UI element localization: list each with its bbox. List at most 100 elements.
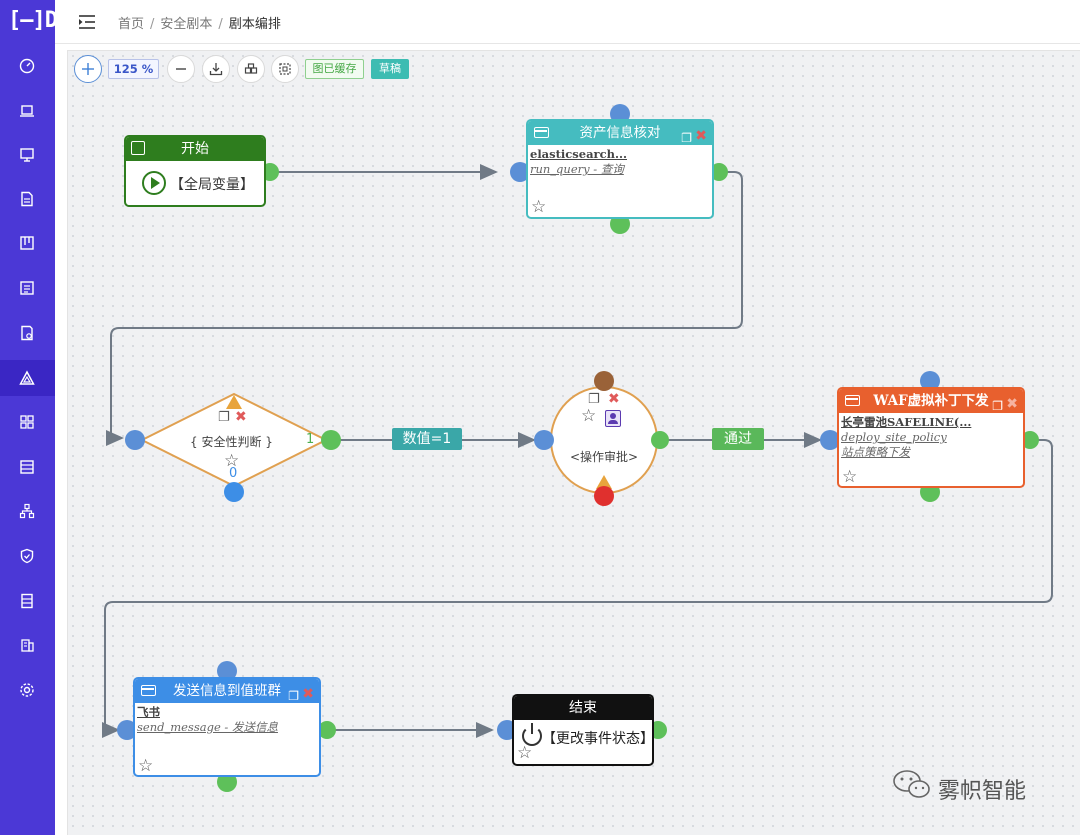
end-node-header: 结束 (514, 696, 652, 720)
org-chart-icon[interactable] (16, 500, 38, 522)
edge-waf-to-notify (102, 439, 1053, 738)
waf-patch-node[interactable]: WAF虚拟补丁下发 ❐ ✖ 长亭雷池SAFELINE(... deploy_si… (837, 387, 1025, 488)
start-node-header: 开始 (126, 137, 264, 161)
wechat-icon (893, 770, 930, 798)
building-icon[interactable] (16, 634, 38, 656)
decision-true-label: 1 (306, 432, 315, 447)
waf-node-action: deploy_site_policy (841, 430, 947, 444)
approval-node-label[interactable]: <操作审批> (570, 450, 639, 464)
saved-status-tag: 图已缓存 (305, 59, 364, 79)
storage-icon[interactable] (16, 590, 38, 612)
breadcrumb: 首页/安全剧本/剧本编排 (118, 13, 287, 32)
condition-edge-label[interactable]: 数值=1 (392, 428, 462, 450)
report-icon[interactable] (16, 322, 38, 344)
copy-icon[interactable]: ❐ (218, 410, 230, 425)
star-icon[interactable]: ☆ (531, 197, 547, 217)
notify-input-port (117, 720, 137, 740)
star-icon[interactable]: ☆ (138, 756, 154, 776)
waf-node-body: 长亭雷池SAFELINE(... deploy_site_policy 站点策略… (839, 413, 1023, 462)
approval-output-port (651, 431, 669, 449)
star-icon[interactable]: ☆ (224, 451, 240, 471)
close-icon[interactable]: ✖ (302, 686, 314, 702)
waf-top-port (920, 371, 940, 391)
top-bar: 首页/安全剧本/剧本编排 (55, 0, 1080, 44)
notify-node-app: 飞书 (137, 705, 160, 719)
grid-icon[interactable] (16, 411, 38, 433)
draft-status-tag: 草稿 (371, 59, 409, 79)
notify-node-action: send_message - 发送信息 (137, 720, 278, 734)
asset-node-body: elasticsearch... run_query - 查询 (528, 145, 712, 179)
app-logo[interactable]: [—]D (8, 8, 58, 33)
waf-node-app: 长亭雷池SAFELINE(... (841, 415, 972, 429)
star-icon[interactable]: ☆ (517, 743, 533, 763)
document-icon[interactable] (16, 188, 38, 210)
close-icon[interactable]: ✖ (608, 391, 620, 407)
laptop-icon[interactable] (16, 100, 38, 122)
notify-node-header: 发送信息到值班群 ❐ ✖ (135, 679, 319, 703)
window-icon (141, 685, 156, 696)
zoom-level[interactable]: 125 % (108, 59, 159, 79)
copy-icon[interactable]: ❐ (588, 392, 600, 407)
monitor-icon[interactable] (16, 144, 38, 166)
add-node-button[interactable] (74, 55, 102, 83)
close-icon[interactable]: ✖ (235, 409, 247, 425)
asset-node-app: elasticsearch... (530, 147, 627, 161)
playbook-icon[interactable] (16, 367, 38, 389)
notify-output-port (318, 721, 336, 739)
notify-node[interactable]: 发送信息到值班群 ❐ ✖ 飞书 send_message - 发送信息 ☆ (133, 677, 321, 777)
shield-icon[interactable] (16, 545, 38, 567)
decision-node-label[interactable]: { 安全性判断 } (190, 435, 273, 449)
waf-output-port (1021, 431, 1039, 449)
breadcrumb-section[interactable]: 安全剧本 (160, 17, 213, 32)
waf-input-port (820, 430, 840, 450)
asset-node-header: 资产信息核对 ❐ ✖ (528, 121, 712, 145)
decision-false-port (224, 482, 244, 502)
waf-node-header: WAF虚拟补丁下发 ❐ ✖ (839, 389, 1023, 413)
breadcrumb-home[interactable]: 首页 (118, 17, 145, 32)
star-icon[interactable]: ☆ (842, 467, 858, 487)
pass-edge-label[interactable]: 通过 (712, 428, 764, 450)
asset-node-title: 资产信息核对 (579, 125, 661, 141)
notify-node-title: 发送信息到值班群 (173, 683, 281, 699)
play-icon (142, 171, 166, 195)
approver-icon[interactable] (605, 410, 621, 427)
list-icon[interactable] (16, 277, 38, 299)
asset-bottom-port (610, 214, 630, 234)
menu-toggle-icon[interactable] (77, 13, 97, 31)
end-node-body: 【更改事件状态】 (542, 731, 654, 747)
star-icon[interactable]: ☆ (581, 406, 597, 426)
window-icon (845, 395, 860, 406)
approval-input-port (534, 430, 554, 450)
dashboard-icon[interactable] (16, 55, 38, 77)
window-icon (534, 127, 549, 138)
notify-bottom-port (217, 772, 237, 792)
asset-check-node[interactable]: 资产信息核对 ❐ ✖ elasticsearch... run_query - … (526, 119, 714, 219)
copy-icon[interactable]: ❐ (681, 131, 692, 145)
sidebar: [—]D (0, 0, 58, 835)
download-button[interactable] (202, 55, 230, 83)
zoom-out-button[interactable] (167, 55, 195, 83)
gear-icon[interactable] (16, 679, 38, 701)
start-node[interactable]: 开始 【全局变量】 (124, 135, 266, 207)
layout-button[interactable] (237, 55, 265, 83)
close-icon[interactable]: ✖ (1006, 396, 1018, 412)
breadcrumb-current: 剧本编排 (228, 17, 281, 32)
fit-view-button[interactable] (271, 55, 299, 83)
start-node-body: 【全局变量】 (170, 177, 254, 193)
decision-false-label: 0 (229, 466, 238, 481)
table-icon[interactable] (16, 456, 38, 478)
asset-input-port (510, 162, 530, 182)
end-node[interactable]: 结束 【更改事件状态】 ☆ (512, 694, 654, 766)
breadcrumb-separator: / (150, 17, 155, 32)
watermark-text: 雾帜智能 (938, 779, 1027, 804)
asset-node-action: run_query - 查询 (530, 162, 624, 176)
board-icon[interactable] (16, 232, 38, 254)
close-icon[interactable]: ✖ (695, 128, 707, 144)
waf-node-title: WAF虚拟补丁下发 (873, 393, 989, 409)
end-node-title: 结束 (569, 700, 597, 716)
power-icon (522, 723, 542, 746)
notify-node-body: 飞书 send_message - 发送信息 (135, 703, 319, 737)
copy-icon[interactable]: ❐ (288, 689, 299, 703)
copy-icon[interactable]: ❐ (992, 399, 1003, 413)
